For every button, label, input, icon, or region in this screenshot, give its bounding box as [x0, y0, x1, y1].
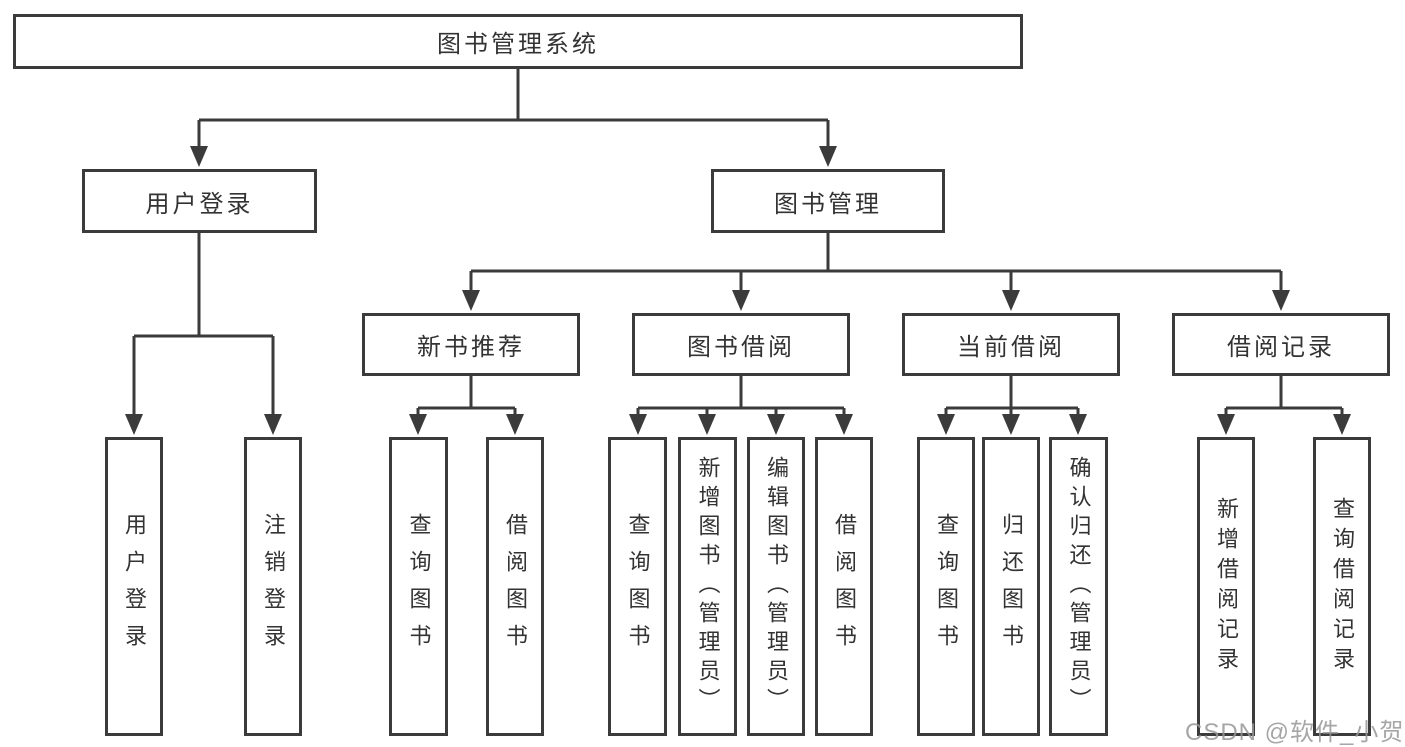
node-library-management-system: 图书管理系统 — [13, 14, 1023, 69]
node-label: 归还图书 — [999, 512, 1024, 661]
node-label: 图书借阅 — [687, 334, 795, 361]
node-label: 新书推荐 — [417, 334, 525, 361]
connector-path — [132, 69, 1344, 417]
node-borrowing-records: 借阅记录 — [1172, 313, 1390, 376]
node-new-book-recommendation: 新书推荐 — [362, 313, 580, 376]
node-label: 确认归还（管理员） — [1066, 456, 1092, 717]
node-book-borrowing: 图书借阅 — [632, 313, 850, 376]
leaf-return-books: 归还图书 — [982, 437, 1040, 736]
node-label: 借阅图书 — [832, 512, 857, 661]
leaf-query-books-recommend: 查询图书 — [389, 437, 448, 736]
node-label: 借阅记录 — [1227, 334, 1335, 361]
leaf-query-books-borrow: 查询图书 — [608, 437, 667, 736]
node-label: 新增图书（管理员） — [695, 456, 721, 717]
node-label: 当前借阅 — [957, 334, 1065, 361]
leaf-query-books-current: 查询图书 — [917, 437, 975, 736]
node-label: 用户登录 — [145, 190, 254, 218]
node-book-management-branch: 图书管理 — [711, 169, 945, 233]
csdn-watermark: CSDN @软件_小贺同学 — [1185, 719, 1405, 746]
arrowheads — [125, 146, 1351, 435]
leaf-logout: 注销登录 — [244, 437, 302, 736]
node-label: 借阅图书 — [503, 512, 528, 661]
node-label: 查询图书 — [406, 512, 432, 661]
node-user-login-branch: 用户登录 — [82, 169, 317, 233]
leaf-confirm-return-admin: 确认归还（管理员） — [1049, 437, 1108, 736]
node-label: 查询借阅记录 — [1330, 496, 1355, 677]
node-label: 查询图书 — [934, 512, 959, 661]
leaf-edit-book-admin: 编辑图书（管理员） — [747, 437, 805, 736]
node-current-borrowing: 当前借阅 — [902, 313, 1120, 376]
node-label: 新增借阅记录 — [1214, 496, 1239, 677]
node-label: 查询图书 — [625, 512, 651, 661]
node-label: 用户登录 — [122, 512, 147, 661]
node-label: 图书管理 — [774, 190, 882, 218]
node-label: 图书管理系统 — [437, 31, 599, 58]
leaf-query-borrow-record: 查询借阅记录 — [1313, 437, 1371, 736]
node-label: 注销登录 — [261, 512, 286, 661]
leaf-add-book-admin: 新增图书（管理员） — [678, 437, 737, 736]
node-label: 编辑图书（管理员） — [764, 456, 789, 717]
leaf-borrow-books: 借阅图书 — [815, 437, 873, 736]
leaf-add-borrow-record: 新增借阅记录 — [1197, 437, 1255, 736]
leaf-borrow-books-recommend: 借阅图书 — [486, 437, 544, 736]
leaf-user-login: 用户登录 — [105, 437, 163, 736]
